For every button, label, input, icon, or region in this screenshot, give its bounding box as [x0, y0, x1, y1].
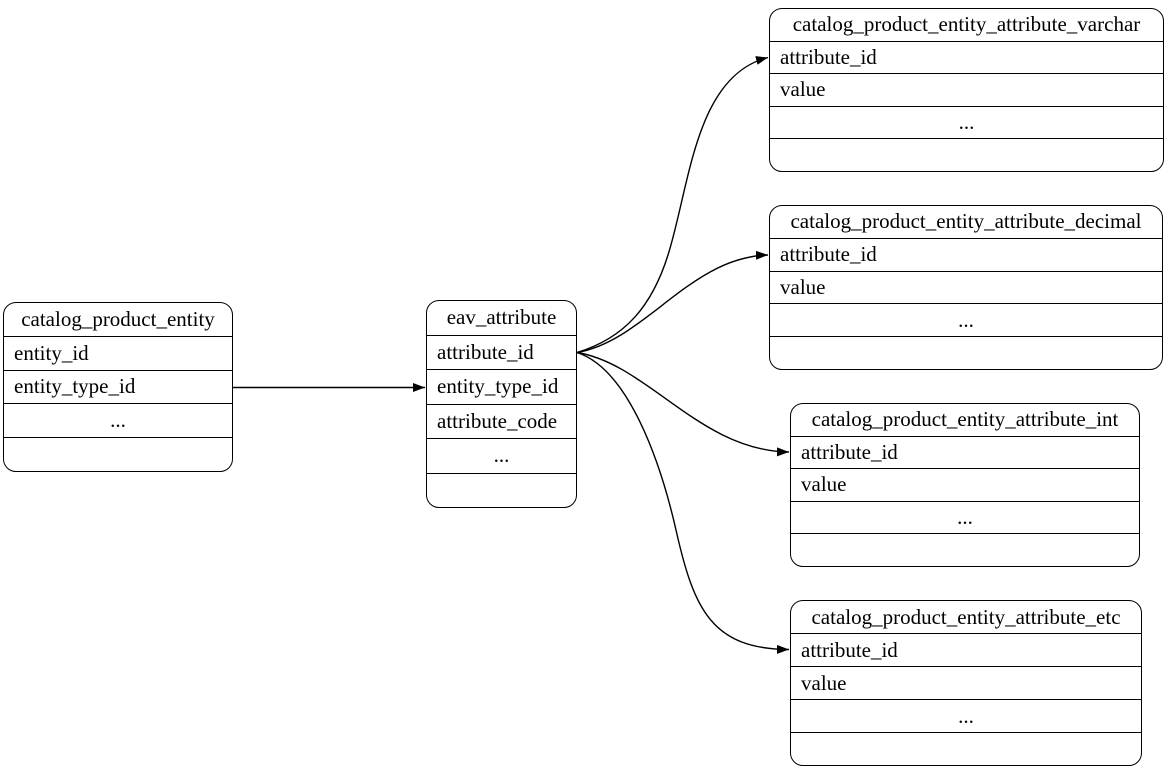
- row-value: value: [770, 270, 1162, 304]
- table-attribute-int: catalog_product_entity_attribute_int att…: [790, 403, 1140, 567]
- edge-eav-to-decimal: [576, 250, 769, 354]
- row-ellipsis: ...: [770, 303, 1162, 336]
- table-attribute-etc: catalog_product_entity_attribute_etc att…: [790, 600, 1142, 766]
- row-attribute-id: attribute_id: [791, 435, 1139, 469]
- row-attribute-id: attribute_id: [770, 40, 1163, 74]
- row-empty: [791, 732, 1141, 765]
- row-entity-id: entity_id: [4, 335, 232, 370]
- row-value: value: [770, 73, 1163, 106]
- table-title: catalog_product_entity_attribute_decimal: [790, 209, 1142, 234]
- row-attribute-code: attribute_code: [427, 403, 576, 439]
- table-title: catalog_product_entity_attribute_etc: [811, 604, 1121, 629]
- row-entity-type-id: entity_type_id: [427, 369, 576, 404]
- table-eav-attribute: eav_attribute attribute_id entity_type_i…: [426, 300, 577, 508]
- row-empty: [791, 533, 1139, 566]
- row-entity-type-id: entity_type_id: [4, 369, 232, 404]
- row-ellipsis: ...: [770, 105, 1163, 139]
- row-attribute-id: attribute_id: [770, 237, 1162, 271]
- table-attribute-varchar: catalog_product_entity_attribute_varchar…: [769, 8, 1164, 172]
- table-title: eav_attribute: [446, 305, 557, 330]
- table-catalog-product-entity: catalog_product_entity entity_id entity_…: [3, 302, 233, 472]
- row-value: value: [791, 468, 1139, 501]
- table-title: catalog_product_entity: [21, 306, 215, 331]
- table-attribute-decimal: catalog_product_entity_attribute_decimal…: [769, 205, 1163, 370]
- row-empty: [770, 138, 1163, 171]
- row-attribute-id: attribute_id: [791, 633, 1141, 666]
- row-value: value: [791, 666, 1141, 699]
- row-ellipsis: ...: [791, 500, 1139, 534]
- table-title: catalog_product_entity_attribute_varchar: [792, 12, 1141, 37]
- edge-eav-to-etc: [576, 351, 790, 654]
- table-title: catalog_product_entity_attribute_int: [811, 407, 1119, 432]
- row-empty: [427, 472, 576, 508]
- row-ellipsis: ...: [791, 699, 1141, 732]
- row-empty: [770, 336, 1162, 369]
- row-empty: [4, 437, 232, 471]
- row-attribute-id: attribute_id: [427, 334, 576, 370]
- edge-eav-to-varchar: [576, 56, 769, 354]
- edge-eav-to-int: [576, 351, 790, 457]
- row-ellipsis: ...: [4, 403, 232, 437]
- row-ellipsis: ...: [427, 438, 576, 473]
